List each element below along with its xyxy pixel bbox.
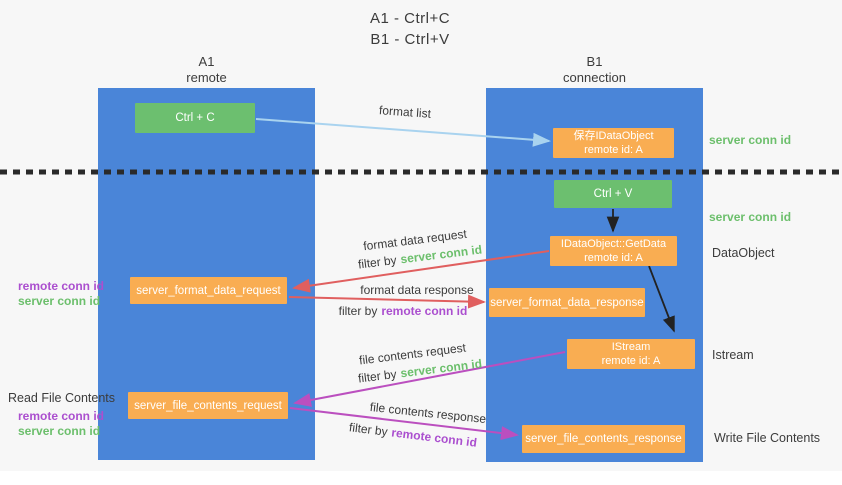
diagram-title: A1 - Ctrl+C B1 - Ctrl+V xyxy=(300,8,520,50)
format-data-response-arrow xyxy=(288,294,486,309)
title-line-2: B1 - Ctrl+V xyxy=(370,31,450,48)
server-conn-id-annotation: server conn id xyxy=(18,294,101,308)
server-conn-id-annotation-mid: server conn id xyxy=(709,210,792,224)
remote-conn-id-key: remote conn id xyxy=(390,425,478,450)
title-line-1: A1 - Ctrl+C xyxy=(369,10,451,27)
server-file-contents-response-label: server_file_contents_response xyxy=(525,433,682,445)
filter-by-text: filter by xyxy=(357,252,398,272)
server-format-data-request-label: server_format_data_request xyxy=(136,284,281,297)
write-file-contents-annotation: Write File Contents xyxy=(714,431,821,445)
remote-conn-id-annotation: remote conn id xyxy=(18,279,105,293)
conn-id-pair-format: remote conn id server conn id xyxy=(18,279,105,309)
save-idataobject-node: 保存IDataObject remote id: A xyxy=(553,128,674,158)
column-a1-name: A1 xyxy=(198,54,215,69)
save-idataobject-line1: 保存IDataObject xyxy=(573,130,654,142)
server-format-data-request-node: server_format_data_request xyxy=(130,277,287,304)
column-header-a1: A1 remote xyxy=(98,54,315,86)
server-conn-id-annotation-top: server conn id xyxy=(709,133,792,147)
filter-by-text: filter by xyxy=(348,420,389,439)
save-idataobject-line2: remote id: A xyxy=(584,144,643,156)
read-file-contents-annotation: Read File Contents xyxy=(8,391,116,405)
istream-line1: IStream xyxy=(611,341,651,353)
column-header-b1: B1 connection xyxy=(486,54,703,86)
column-a1-subtitle: remote xyxy=(186,70,227,85)
conn-id-pair-file: remote conn id server conn id xyxy=(18,409,105,439)
ctrl-c-label: Ctrl + C xyxy=(175,112,215,124)
filter-by-text: filter by xyxy=(338,304,378,318)
server-conn-id-annotation: server conn id xyxy=(18,424,101,438)
server-format-data-response-node: server_format_data_response xyxy=(489,288,645,317)
ctrl-v-label: Ctrl + V xyxy=(593,188,633,200)
bottom-margin-strip xyxy=(0,471,842,485)
server-file-contents-request-node: server_file_contents_request xyxy=(128,392,288,419)
filter-by-text: filter by xyxy=(357,366,398,386)
remote-conn-id-annotation: remote conn id xyxy=(18,409,105,423)
file-contents-response-label: file contents response xyxy=(369,399,487,427)
remote-conn-id-key: remote conn id xyxy=(381,304,468,318)
getdata-line1: IDataObject::GetData xyxy=(560,238,667,250)
istream-annotation: Istream xyxy=(712,348,754,362)
istream-node: IStream remote id: A xyxy=(567,339,695,369)
dataobject-annotation: DataObject xyxy=(712,246,775,260)
column-b1-name: B1 xyxy=(586,54,603,69)
server-file-contents-response-node: server_file_contents_response xyxy=(522,425,685,453)
format-data-response-label: format data response xyxy=(360,283,474,297)
server-format-data-response-label: server_format_data_response xyxy=(490,296,644,309)
ctrl-v-node: Ctrl + V xyxy=(554,180,672,208)
idataobject-getdata-node: IDataObject::GetData remote id: A xyxy=(550,236,677,266)
ctrl-c-node: Ctrl + C xyxy=(135,103,255,133)
getdata-line2: remote id: A xyxy=(584,252,643,264)
server-file-contents-request-label: server_file_contents_request xyxy=(134,399,282,412)
istream-line2: remote id: A xyxy=(601,355,661,367)
column-b1-subtitle: connection xyxy=(563,70,626,85)
format-list-label: format list xyxy=(378,103,432,121)
